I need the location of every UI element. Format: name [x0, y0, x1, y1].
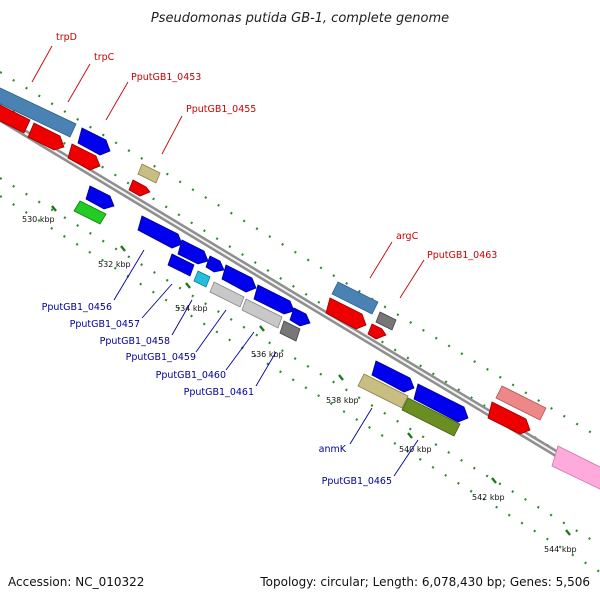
track-guides	[0, 71, 600, 573]
tick-530	[51, 205, 57, 212]
leader-PputGB1_0461	[255, 351, 277, 387]
leader-trpD	[31, 45, 53, 83]
outer-guide-1	[0, 71, 600, 439]
bottom-labels: PputGB1_0456 PputGB1_0457 PputGB1_0458 P…	[42, 302, 392, 487]
gene-blue-anmK-1[interactable]	[371, 360, 415, 393]
accession-text: Accession: NC_010322	[8, 575, 144, 589]
leader-PputGB1_0455	[161, 115, 183, 155]
label-argC[interactable]: argC	[396, 231, 419, 242]
gene-blue-inner-4[interactable]	[289, 307, 311, 327]
leader-anmK	[349, 407, 373, 445]
tick-label-530: 530 kbp	[22, 215, 55, 224]
gene-PputGB1_0453[interactable]	[77, 127, 111, 156]
leader-PputGB1_0460	[225, 331, 255, 371]
leader-PputGB1_0458	[171, 299, 193, 336]
leader-PputGB1_0463	[399, 259, 425, 299]
map-title: Pseudomonas putida GB-1, complete genome	[151, 11, 449, 26]
tick-label-536: 536 kbp	[251, 350, 284, 359]
label-PputGB1_0463[interactable]: PputGB1_0463	[427, 250, 497, 261]
gene-blue-inner-1[interactable]	[85, 185, 115, 210]
gene-blue-anmK-2[interactable]	[413, 383, 469, 423]
gene-PputGB1_0461[interactable]	[279, 320, 301, 342]
tick-536	[259, 325, 265, 332]
tick-label-544: 544 kbp	[544, 545, 577, 554]
label-PputGB1_0457[interactable]: PputGB1_0457	[70, 319, 140, 330]
label-PputGB1_0458[interactable]: PputGB1_0458	[100, 336, 170, 347]
tick-label-532: 532 kbp	[98, 260, 131, 269]
gene-PputGB1_0460[interactable]	[241, 298, 283, 329]
leader-argC	[369, 241, 393, 279]
topology-summary: Topology: circular; Length: 6,078,430 bp…	[259, 575, 590, 589]
label-PputGB1_0459[interactable]: PputGB1_0459	[126, 352, 196, 363]
gene-red-2[interactable]	[27, 122, 65, 151]
gene-PputGB1_0457-b[interactable]	[205, 255, 225, 273]
gene-trpC[interactable]	[67, 143, 101, 171]
leader-PputGB1_0459	[195, 309, 227, 353]
gene-PputGB1_0459[interactable]	[209, 281, 245, 308]
major-ticks	[51, 205, 571, 536]
label-leaders	[31, 45, 425, 477]
gene-blue-inner-3[interactable]	[253, 284, 295, 315]
gene-cyan[interactable]	[193, 270, 211, 288]
gene-features	[0, 86, 600, 490]
label-trpD[interactable]: trpD	[56, 32, 77, 43]
leader-trpC	[67, 63, 91, 103]
tick-label-534: 534 kbp	[175, 304, 208, 313]
tick-label-538: 538 kbp	[326, 396, 359, 405]
tick-542	[491, 477, 497, 484]
gene-red-small[interactable]	[367, 323, 387, 340]
inner-guide-1	[0, 177, 600, 546]
label-PputGB1_0460[interactable]: PputGB1_0460	[156, 370, 226, 381]
leader-PputGB1_0453	[105, 81, 129, 121]
label-anmK[interactable]: anmK	[319, 444, 347, 455]
label-PputGB1_0453[interactable]: PputGB1_0453	[131, 72, 201, 83]
label-PputGB1_0456[interactable]: PputGB1_0456	[42, 302, 112, 313]
tick-532	[120, 245, 126, 252]
inner-guide-2	[0, 195, 600, 573]
gene-red-argC[interactable]	[325, 297, 367, 330]
leader-PputGB1_0457	[141, 283, 173, 319]
tick-label-542: 542 kbp	[472, 493, 505, 502]
label-PputGB1_0455[interactable]: PputGB1_0455	[186, 104, 256, 115]
top-labels: trpD trpC PputGB1_0453 PputGB1_0455 argC…	[56, 32, 497, 261]
gene-PputGB1_0456[interactable]	[137, 215, 183, 249]
leader-PputGB1_0465	[393, 439, 419, 477]
gene-PputGB1_0457-a[interactable]	[177, 239, 209, 265]
tick-labels: 530 kbp 532 kbp 534 kbp 536 kbp 538 kbp …	[22, 215, 577, 554]
label-trpC[interactable]: trpC	[94, 52, 115, 63]
tick-534	[185, 282, 191, 289]
gene-red-right[interactable]	[487, 401, 531, 435]
gene-green-1[interactable]	[73, 200, 107, 225]
gene-anmK[interactable]	[357, 373, 409, 409]
gene-PputGB1_0458[interactable]	[167, 253, 195, 277]
tick-544	[565, 529, 571, 536]
label-PputGB1_0465[interactable]: PputGB1_0465	[322, 476, 392, 487]
label-PputGB1_0461[interactable]: PputGB1_0461	[184, 387, 254, 398]
leader-PputGB1_0456	[113, 249, 145, 301]
gene-argC[interactable]	[331, 281, 379, 315]
gene-pink[interactable]	[551, 445, 600, 490]
gene-red-1[interactable]	[0, 103, 31, 134]
gene-red-3[interactable]	[128, 179, 151, 197]
gene-PputGB1_0465[interactable]	[401, 397, 461, 437]
gene-PputGB1_0463[interactable]	[375, 311, 397, 331]
tick-540	[407, 432, 413, 439]
gene-PputGB1_0455[interactable]	[137, 163, 161, 184]
gene-blue-inner-2[interactable]	[221, 264, 257, 293]
tick-label-540: 540 kbp	[399, 445, 432, 454]
gene-trpD[interactable]	[0, 86, 77, 138]
gene-salmon[interactable]	[495, 385, 547, 421]
tick-538	[338, 374, 344, 381]
